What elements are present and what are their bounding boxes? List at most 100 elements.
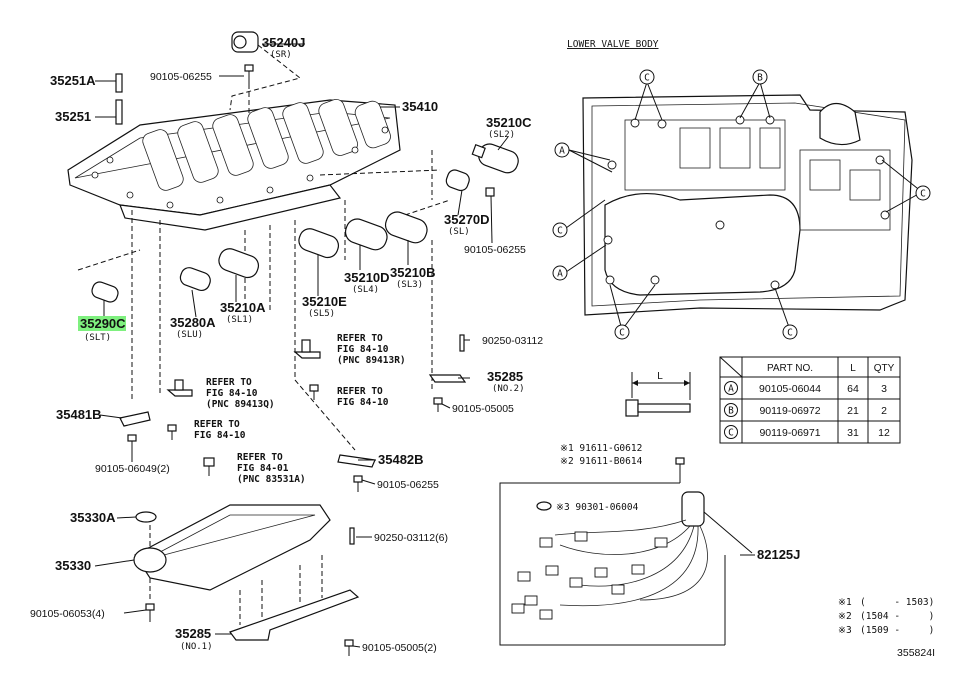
callout-35210d: 35210D	[344, 270, 390, 285]
marker-b-top: B	[757, 73, 763, 84]
table-row-b-mark: B	[728, 406, 734, 417]
section-title: LOWER VALVE BODY	[567, 39, 659, 50]
table-row-c-qty: 12	[878, 427, 890, 439]
harness-note-1: ※1 91611-G0612	[560, 443, 642, 454]
callout-35210d-sub: (SL4)	[352, 285, 379, 295]
lower-valve-body-diagram: C B A C A C C C	[552, 69, 931, 340]
ref-3-line1: REFER TO	[206, 377, 252, 388]
callout-90105-05005-b: 90105-05005(2)	[362, 642, 437, 654]
callout-35285-no2: 35285	[487, 369, 523, 384]
harness-note-3: ※3 90301-06004	[556, 502, 639, 513]
sr-solenoid-part	[231, 31, 259, 53]
footnote-2-mark: ※2	[838, 611, 852, 622]
ref-5-line1: REFER TO	[237, 452, 283, 463]
callout-leaders	[94, 43, 755, 648]
callout-35210e: 35210E	[302, 294, 347, 309]
table-header-part-no: PART NO.	[767, 363, 813, 374]
marker-a-upper: A	[559, 146, 565, 157]
callout-90105-05005-a: 90105-05005	[452, 403, 514, 415]
callout-35285-no1-sub: (NO.1)	[180, 642, 213, 652]
marker-a-lower: A	[557, 269, 563, 280]
callout-82125j: 82125J	[757, 547, 800, 562]
ref-1-line1: REFER TO	[337, 333, 383, 344]
callout-35240j-sub: (SR)	[270, 50, 292, 60]
footnote-1-mark: ※1	[838, 597, 852, 608]
ref-1-line2: FIG 84-10	[337, 344, 389, 355]
callout-35210e-sub: (SL5)	[308, 309, 335, 319]
callout-35270d: 35270D	[444, 212, 490, 227]
diagram-id: 355824I	[897, 647, 935, 659]
upper-valve-body-assembly	[67, 99, 401, 231]
callout-35481b: 35481B	[56, 407, 102, 422]
table-row-c-l: 31	[847, 427, 859, 439]
table-header-l: L	[850, 363, 856, 374]
table-row-b-qty: 2	[881, 405, 887, 417]
callout-35280a-sub: (SLU)	[176, 330, 203, 340]
harness-note-2: ※2 91611-B0614	[560, 456, 643, 467]
ref-5-line2: FIG 84-01	[237, 463, 289, 474]
length-label: L	[657, 371, 663, 382]
marker-c-left: C	[557, 226, 563, 237]
callout-35290c-sub: (SLT)	[84, 333, 111, 343]
callout-90105-06255-mid: 90105-06255	[377, 479, 439, 491]
date-footnotes: ※1 ( - 1503) ※2 (1504 - ) ※3 (1509 - )	[838, 597, 934, 636]
callout-35240j: 35240J	[262, 35, 305, 50]
footnote-1-range: ( - 1503)	[860, 597, 934, 608]
bolt-parts	[127, 384, 443, 656]
marker-c-right: C	[920, 189, 926, 200]
callout-90105-06255-right: 90105-06255	[464, 244, 526, 256]
table-row-a-part: 90105-06044	[759, 383, 821, 395]
callout-35210c-sub: (SL2)	[488, 130, 515, 140]
harness-notes: ※1 91611-G0612 ※2 91611-B0614 ※3 90301-0…	[556, 443, 643, 513]
footnote-3-range: (1509 - )	[860, 625, 934, 636]
callout-35210a: 35210A	[220, 300, 266, 315]
bolt-spec-table: PART NO. L QTY A 90105-06044 64 3 B 9011…	[719, 356, 901, 444]
footnote-3-mark: ※3	[838, 625, 852, 636]
ref-4-line1: REFER TO	[194, 419, 240, 430]
table-row-a-qty: 3	[881, 383, 887, 395]
marker-c-bottom-right: C	[787, 328, 793, 339]
table-row-c-mark: C	[728, 428, 734, 439]
callout-labels: LOWER VALVE BODY 35240J (SR) 90105-06255…	[30, 35, 800, 654]
callout-90105-06049: 90105-06049(2)	[95, 463, 170, 475]
table-row-b-part: 90119-06972	[759, 405, 820, 417]
ref-3-line2: FIG 84-10	[206, 388, 258, 399]
marker-c-top: C	[644, 73, 650, 84]
callout-35251a: 35251A	[50, 73, 96, 88]
detent-plate-part	[229, 555, 360, 641]
bolt-top-part	[244, 64, 254, 84]
ref-2-line1: REFER TO	[337, 386, 383, 397]
ref-4-line2: FIG 84-10	[194, 430, 246, 441]
table-row-c-part: 90119-06971	[759, 427, 820, 439]
callout-90105-06255-top: 90105-06255	[150, 71, 212, 83]
table-row-a-l: 64	[847, 383, 859, 395]
callout-35270d-sub: (SL)	[448, 227, 470, 237]
callout-35251: 35251	[55, 109, 91, 124]
callout-35210c: 35210C	[486, 115, 532, 130]
callout-35210a-sub: (SL1)	[226, 315, 253, 325]
ref-1-line3: (PNC 89413R)	[337, 355, 406, 366]
bracket-parts	[119, 334, 467, 545]
table-header-qty: QTY	[874, 363, 895, 374]
callout-90105-06053: 90105-06053(4)	[30, 608, 105, 620]
callout-35330: 35330	[55, 558, 91, 573]
marker-c-bottom-left: C	[619, 328, 625, 339]
callout-35482b: 35482B	[378, 452, 424, 467]
callout-35285-no2-sub: (NO.2)	[492, 384, 525, 394]
highlight-35290c	[78, 316, 126, 331]
valve-markers: C B A C A C C C	[552, 69, 931, 340]
callout-35285-no1: 35285	[175, 626, 211, 641]
bolt-length-illustration: L	[625, 371, 691, 417]
callout-35210b-sub: (SL3)	[396, 280, 423, 290]
pin-parts	[115, 73, 123, 125]
callout-90250-03112-b: 90250-03112(6)	[374, 532, 448, 544]
callout-35210b: 35210B	[390, 265, 436, 280]
callout-35280a: 35280A	[170, 315, 216, 330]
callout-35410: 35410	[402, 99, 438, 114]
ref-2-line2: FIG 84-10	[337, 397, 389, 408]
ref-5-line3: (PNC 83531A)	[237, 474, 306, 485]
callout-35290c[interactable]: 35290C	[80, 316, 126, 331]
footnote-2-range: (1504 - )	[860, 611, 934, 622]
wire-harness-group	[499, 457, 753, 646]
